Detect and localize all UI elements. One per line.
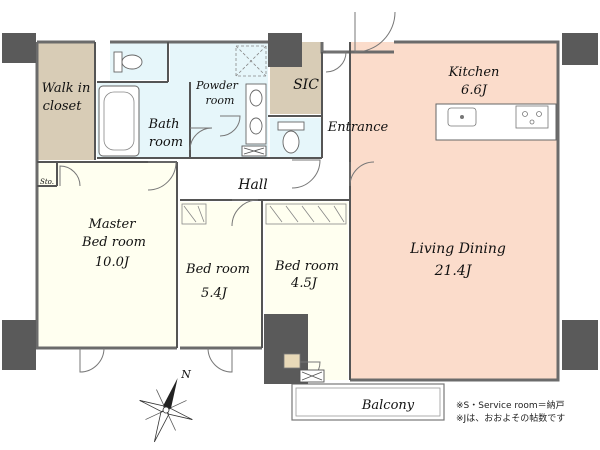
master-label-2: Bed room	[81, 235, 146, 250]
powder-label-2: room	[206, 94, 235, 107]
compass-north-label: N	[180, 368, 191, 381]
bathtub	[98, 85, 140, 157]
bath-label: Bath	[148, 117, 180, 132]
note-line-1: ※S・Service room＝納戸	[456, 399, 565, 411]
living-size: 21.4J	[434, 263, 473, 279]
living-label: Living Dining	[409, 241, 506, 257]
bed1-size: 5.4J	[201, 286, 228, 301]
storage-cabinet	[283, 353, 301, 369]
toilet-1-icon	[113, 51, 143, 73]
bed1-label: Bed room	[185, 262, 250, 277]
balcony-floor	[291, 383, 445, 421]
closet-doors	[181, 203, 347, 225]
hall-label: Hall	[237, 177, 268, 193]
vents	[241, 145, 325, 383]
kitchen-size: 6.6J	[461, 83, 488, 98]
bath-label-2: room	[149, 135, 183, 150]
balcony-inner	[295, 387, 441, 417]
balcony-label: Balcony	[361, 398, 415, 413]
compass-rose-icon	[139, 378, 193, 443]
kitchen-label: Kitchen	[448, 65, 500, 80]
entrance-label: Entrance	[327, 120, 389, 135]
walk-in-closet-floor	[37, 42, 95, 160]
walk-in-closet-label-2: closet	[43, 99, 83, 114]
bed2-floor	[265, 202, 348, 314]
master-size: 10.0J	[95, 255, 130, 270]
storage-label: Sto.	[40, 178, 54, 186]
bed2-label: Bed room	[274, 259, 339, 274]
master-label: Master	[88, 217, 137, 232]
toilet-2-icon	[277, 121, 305, 154]
sic-label: SIC	[293, 77, 319, 93]
washer-space	[235, 45, 267, 77]
powder-sinks	[245, 83, 267, 145]
kitchen-counter	[435, 103, 557, 141]
living-floor	[350, 42, 558, 380]
door-swings	[59, 11, 396, 383]
bed2-lower-floor	[308, 314, 348, 380]
hall-floor	[180, 162, 350, 200]
master-floor	[37, 162, 177, 348]
powder-label: Powder	[195, 79, 239, 92]
bed1-floor	[180, 202, 262, 348]
walk-in-closet-label: Walk in	[42, 81, 91, 96]
bed2-size: 4.5J	[290, 276, 318, 291]
note-line-2: ※Jは、おおよその帖数です	[456, 412, 565, 424]
